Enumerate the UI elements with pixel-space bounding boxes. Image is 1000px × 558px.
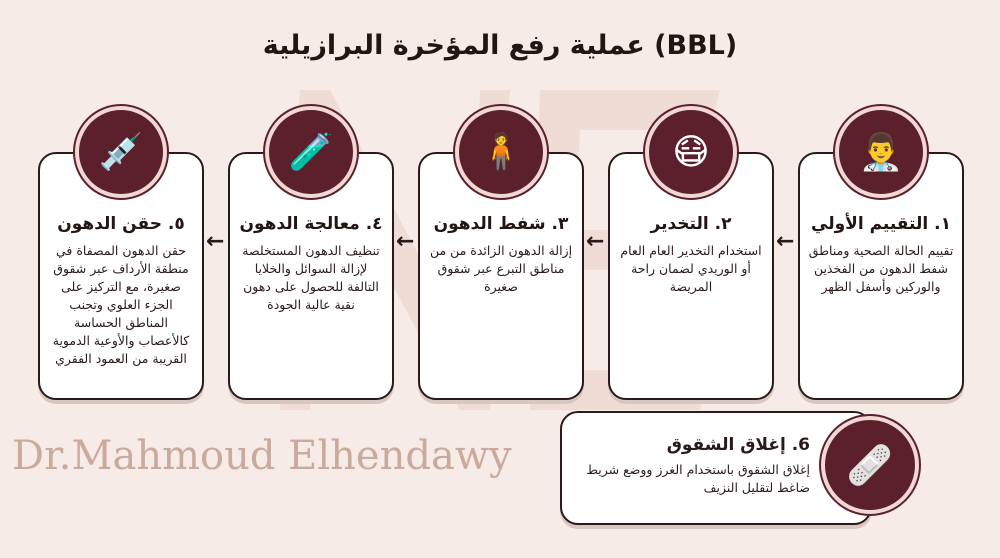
step-title: ٥. حقن الدهون <box>57 214 185 234</box>
doctor-clipboard-icon: 👨‍⚕️ <box>833 104 929 200</box>
syringe-buttocks-icon: 💉 <box>73 104 169 200</box>
step-text: تنظيف الدهون المستخلصة لإزالة السوائل وا… <box>242 243 380 312</box>
step-text: تقييم الحالة الصحية ومناطق شفط الدهون من… <box>808 243 954 294</box>
step-title: ٣. شفط الدهون <box>433 214 569 234</box>
step-card-6: 6. إغلاق الشقوق إغلاق الشقوق باستخدام ال… <box>560 411 872 525</box>
arrow-left-icon: ← <box>776 229 795 254</box>
page-title: عملية رفع المؤخرة البرازيلية (BBL) <box>262 30 738 61</box>
centrifuge-tubes-icon: 🧪 <box>263 104 359 200</box>
step-title: ٢. التخدير <box>650 214 732 234</box>
step-text: إغلاق الشقوق باستخدام الغرز ووضع شريط ضا… <box>586 462 810 495</box>
anesthesia-mask-icon: 😷 <box>643 104 739 200</box>
step-card-3: 🧍 ٣. شفط الدهون إزالة الدهون الزائدة من … <box>418 104 584 400</box>
step-title: ٤. معالجة الدهون <box>239 214 383 234</box>
bandage-stitches-icon: 🩹 <box>819 414 921 516</box>
step-text: إزالة الدهون الزائدة من من مناطق التبرع … <box>429 243 573 294</box>
watermark-text: Dr.Mahmoud Elhendawy <box>12 433 512 479</box>
step-card-5: 💉 ٥. حقن الدهون حقن الدهون المصفاة في من… <box>38 104 204 400</box>
step-title: 6. إغلاق الشقوق <box>666 435 810 455</box>
step-text: حقن الدهون المصفاة في منطقة الأرداف عبر … <box>52 243 190 366</box>
arrow-left-icon: ← <box>206 229 225 254</box>
arrow-left-icon: ← <box>586 229 605 254</box>
step-card-4: 🧪 ٤. معالجة الدهون تنظيف الدهون المستخلص… <box>228 104 394 400</box>
step-card-2: 😷 ٢. التخدير استخدام التخدير العام العام… <box>608 104 774 400</box>
liposuction-body-icon: 🧍 <box>453 104 549 200</box>
step-card-1: 👨‍⚕️ ١. التقييم الأولي تقييم الحالة الصح… <box>798 104 964 400</box>
arrow-left-icon: ← <box>396 229 415 254</box>
step-title: ١. التقييم الأولي <box>811 214 951 234</box>
step-text: استخدام التخدير العام العام أو الوريدي ل… <box>620 243 762 294</box>
